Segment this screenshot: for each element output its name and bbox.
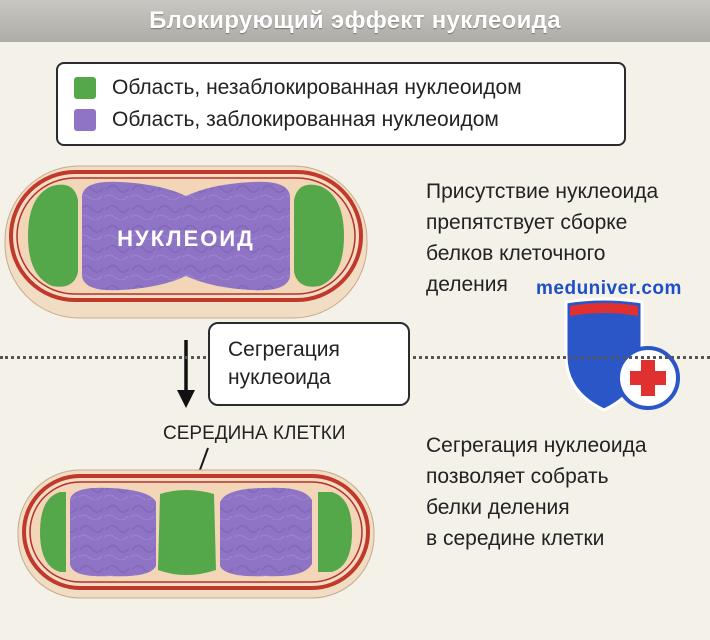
nucleoid-label: НУКЛЕОИД <box>117 226 255 251</box>
arrow-head <box>177 390 195 408</box>
cell-middle-label: СЕРЕДИНА КЛЕТКИ <box>163 423 346 444</box>
callout-text: Сегрегация нуклеоида <box>228 338 340 389</box>
meduniver-shield-logo <box>564 297 680 412</box>
explanation-bottom: Сегрегация нуклеоида позволяет собрать б… <box>426 434 647 550</box>
legend-label-blocked: Область, заблокированная нуклеоидом <box>112 108 499 131</box>
red-cross-horizontal <box>630 371 666 385</box>
legend-swatch-green <box>74 77 96 99</box>
segregation-arrow <box>177 340 195 408</box>
legend-item-unblocked: Область, незаблокированная нуклеоидом <box>74 76 522 100</box>
bottom-cell-wall <box>22 474 370 590</box>
shield-top-band <box>570 303 638 316</box>
bottom-cell-green-center <box>158 490 216 575</box>
legend-swatch-purple <box>74 109 96 131</box>
legend-label-unblocked: Область, незаблокированная нуклеоидом <box>112 76 522 99</box>
bottom-cell-green-right <box>318 492 352 572</box>
bottom-cell-nucleoid-left-texture <box>70 487 156 577</box>
top-cell-green-left <box>28 184 78 287</box>
segregation-callout: Сегрегация нуклеоида <box>208 322 410 406</box>
bottom-cell-nucleoid-right-texture <box>220 487 312 577</box>
top-cell-nucleoid-texture <box>82 181 290 291</box>
legend: Область, незаблокированная нуклеоидом Об… <box>56 62 626 146</box>
watermark-text: meduniver.com <box>536 278 682 299</box>
top-cell-green-right <box>294 184 344 287</box>
explanation-top: Присутствие нуклеоида препятствует сборк… <box>426 180 659 296</box>
bottom-cell <box>17 469 375 599</box>
legend-item-blocked: Область, заблокированная нуклеоидом <box>74 108 499 132</box>
title-bar: Блокирующий эффект нуклеоида <box>0 0 710 42</box>
bottom-cell-green-left <box>40 492 66 572</box>
page-title: Блокирующий эффект нуклеоида <box>149 7 561 34</box>
top-cell-wall <box>9 170 363 302</box>
top-cell: НУКЛЕОИД <box>4 165 368 319</box>
